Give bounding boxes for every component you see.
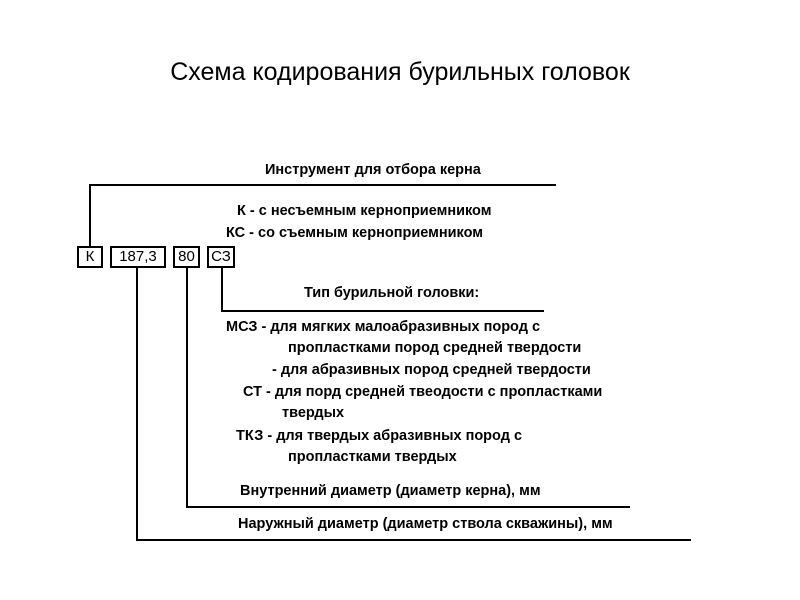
head-type-st: СТ - для порд средней твеодости с пропла… — [243, 384, 603, 400]
core-tool-heading: Инструмент для отбора керна — [265, 162, 481, 178]
core-tool-type-k: К - с несъемным керноприемником — [237, 203, 492, 219]
connector-inner-diameter — [186, 268, 630, 508]
code-box-k: К — [77, 246, 103, 268]
connector-core-tool — [89, 184, 556, 246]
code-box-inner-diameter: 80 — [173, 246, 200, 268]
head-type-heading: Тип бурильной головки: — [304, 285, 480, 301]
page-title: Схема кодирования бурильных головок — [170, 58, 630, 86]
code-box-outer-diameter: 187,3 — [110, 246, 166, 268]
outer-diameter-label: Наружный диаметр (диаметр ствола скважин… — [238, 516, 613, 532]
head-type-tkz-cont: пропластками твердых — [288, 449, 457, 465]
head-type-st-cont: твердых — [282, 405, 345, 421]
connector-outer-diameter — [136, 268, 691, 541]
inner-diameter-label: Внутренний диаметр (диаметр керна), мм — [240, 483, 541, 499]
connector-head-type — [221, 268, 544, 312]
code-box-head-type: СЗ — [207, 246, 235, 268]
head-type-tkz: ТКЗ - для твердых абразивных пород с — [236, 428, 523, 444]
head-type-msz-cont: пропластками пород средней твердости — [288, 340, 582, 356]
core-tool-type-ks: КС - со съемным керноприемником — [226, 225, 483, 241]
head-type-msz: МСЗ - для мягких малоабразивных пород с — [226, 319, 541, 335]
head-type-abrasive: - для абразивных пород средней твердости — [272, 362, 591, 378]
